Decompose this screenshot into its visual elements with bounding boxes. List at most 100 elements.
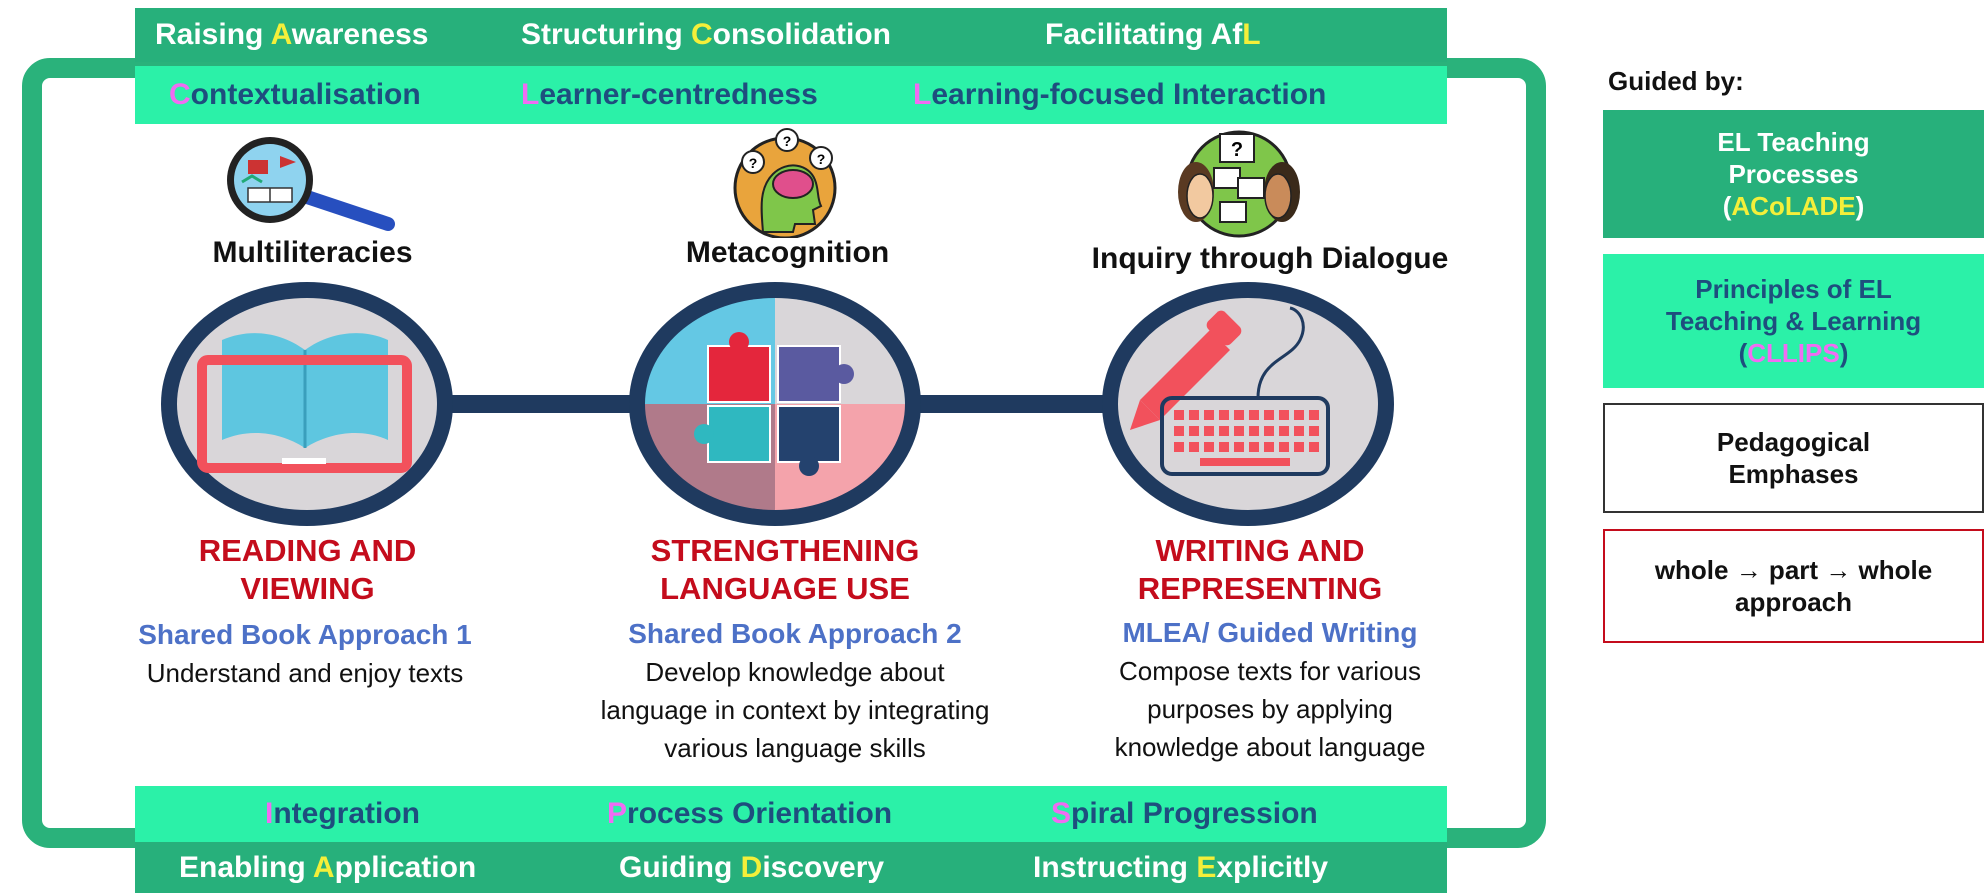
emphasis-multiliteracies: Multiliteracies: [212, 236, 413, 269]
principle-initial: S: [1051, 797, 1072, 830]
principle-initial: L: [521, 78, 540, 111]
tablet-icon: [197, 355, 412, 473]
process-text: Instructing: [1033, 850, 1197, 884]
keyboard-key: [1249, 426, 1259, 436]
legend-line: Emphases: [1728, 459, 1859, 489]
process-initial: A: [312, 850, 335, 884]
legend-whole-part-whole: whole → part → whole approach: [1603, 529, 1984, 643]
keyboard-key: [1234, 410, 1244, 420]
pencil-icon: [1130, 310, 1242, 430]
keyboard-key: [1294, 442, 1304, 452]
keyboard-key: [1309, 410, 1319, 420]
process-text: Enabling: [179, 850, 313, 884]
strand-strengthening-language-use: STRENGTHENING LANGUAGE USE: [605, 532, 965, 608]
description-line: Understand and enjoy texts: [146, 658, 464, 688]
strand-writing-representing: WRITING AND REPRESENTING: [1075, 532, 1445, 608]
principle-spiral-progression: Spiral Progression: [1051, 797, 1318, 831]
process-instructing-explicitly: Instructing Explicitly: [1033, 851, 1328, 885]
puzzle-piece-icon: [707, 345, 771, 403]
legend-acronym: ACoLADE: [1731, 191, 1856, 221]
keyboard-key: [1204, 426, 1214, 436]
legend-line: Processes: [1728, 159, 1859, 189]
principle-text: earning-focused Interaction: [931, 78, 1327, 111]
legend-line: approach: [1734, 587, 1853, 617]
principle-text: piral Progression: [1071, 797, 1318, 830]
top-principles-band: Contextualisation Learner-centredness Le…: [135, 66, 1447, 124]
keyboard-key: [1219, 442, 1229, 452]
principle-initial: P: [607, 797, 628, 830]
process-initial: L: [1242, 18, 1261, 51]
description-writing-representing: Compose texts for various purposes by ap…: [1065, 652, 1475, 766]
principle-learning-focused-interaction: Learning-focused Interaction: [913, 78, 1326, 112]
principle-text: rocess Orientation: [627, 797, 893, 830]
description-line: knowledge about language: [1114, 732, 1426, 762]
keyboard-icon: [1160, 396, 1330, 476]
process-text: Facilitating Af: [1045, 18, 1243, 51]
keyboard-key: [1174, 426, 1184, 436]
question-mark-glyph: ?: [749, 155, 758, 171]
keyboard-key: [1279, 442, 1289, 452]
magnifier-icon: [227, 137, 395, 231]
strand-line: STRENGTHENING: [650, 533, 920, 568]
legend-line: whole → part → whole: [1654, 555, 1933, 585]
puzzle-piece-icon: [777, 405, 841, 463]
legend-acronym-line: (CLLIPS): [1739, 337, 1849, 369]
reading-viewing-circle: [161, 282, 453, 526]
process-initial: D: [740, 850, 763, 884]
approach-shared-book-1: Shared Book Approach 1: [138, 619, 472, 650]
legend-paren: (: [1738, 338, 1748, 368]
approach-shared-book-2: Shared Book Approach 2: [628, 618, 962, 649]
writing-representing-circle: [1102, 282, 1394, 526]
process-text: onsolidation: [712, 18, 891, 51]
process-text: Structuring: [521, 18, 691, 51]
strand-line: REPRESENTING: [1137, 571, 1383, 606]
description-reading-viewing: Understand and enjoy texts: [100, 654, 510, 692]
keyboard-key: [1264, 410, 1274, 420]
legend-line: EL Teaching: [1717, 127, 1870, 157]
keyboard-key: [1249, 442, 1259, 452]
bottom-processes-band: Enabling Application Guiding Discovery I…: [135, 842, 1447, 893]
process-initial: C: [691, 18, 713, 51]
keyboard-key: [1189, 442, 1199, 452]
keyboard-key: [1249, 410, 1259, 420]
strands-graphic: [161, 282, 1394, 526]
legend-principles: Principles of EL Teaching & Learning (CL…: [1603, 254, 1984, 388]
keyboard-key: [1189, 410, 1199, 420]
question-mark-glyph: ?: [817, 151, 826, 167]
keyboard-key: [1204, 410, 1214, 420]
keyboard-key: [1264, 442, 1274, 452]
puzzle-piece-icon: [777, 345, 841, 403]
legend-paren: (: [1722, 191, 1732, 221]
strand-line: LANGUAGE USE: [660, 571, 910, 606]
principle-initial: I: [265, 797, 274, 830]
process-structuring-consolidation: Structuring Consolidation: [521, 18, 891, 52]
keyboard-key: [1234, 442, 1244, 452]
legend-paren: ): [1855, 191, 1865, 221]
principle-integration: Integration: [265, 797, 420, 831]
legend-paren: ): [1839, 338, 1849, 368]
description-strengthening-language-use: Develop knowledge about language in cont…: [555, 653, 1035, 767]
puzzle-piece-icon: [707, 405, 771, 463]
process-text: xplicitly: [1216, 850, 1329, 884]
principle-initial: C: [169, 78, 191, 111]
legend-acronym: CLLIPS: [1747, 338, 1840, 368]
description-line: language in context by integrating: [600, 695, 990, 725]
keyboard-key: [1234, 426, 1244, 436]
keyboard-key: [1279, 426, 1289, 436]
legend-line: Pedagogical: [1716, 427, 1871, 457]
strand-line: VIEWING: [240, 571, 375, 606]
brain-head-icon: ? ? ?: [733, 128, 837, 238]
keyboard-key: [1264, 426, 1274, 436]
top-processes-band: Raising Awareness Structuring Consolidat…: [135, 8, 1447, 62]
legend-line: Teaching & Learning: [1665, 306, 1922, 336]
process-text: wareness: [291, 18, 429, 51]
keyboard-spacebar: [1200, 458, 1290, 466]
dialogue-faces-icon: ?: [1178, 130, 1300, 238]
principle-learner-centredness: Learner-centredness: [521, 78, 818, 112]
principle-initial: L: [913, 78, 932, 111]
approach-mlea-guided-writing: MLEA/ Guided Writing: [1122, 617, 1418, 648]
question-mark-glyph: ?: [783, 133, 792, 149]
keyboard-key: [1189, 426, 1199, 436]
question-mark-glyph: ?: [1231, 139, 1243, 161]
legend-line: Principles of EL: [1695, 274, 1892, 304]
